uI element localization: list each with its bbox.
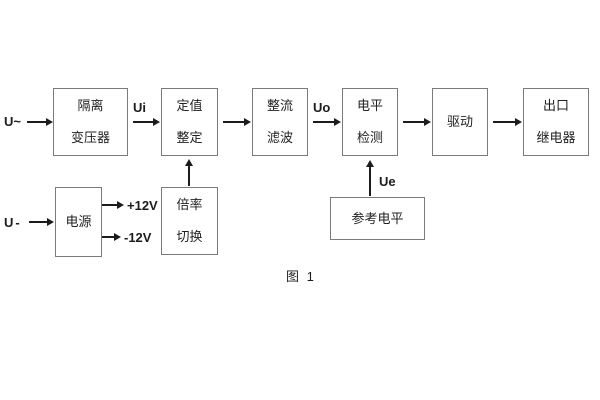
arrow-neg-12v [102,233,121,241]
arrow-transformer-to-setting [133,118,160,126]
arrow-reference-to-level [366,160,374,196]
arrow-level-to-driver [403,118,431,126]
block-label: 检测 [356,130,383,145]
arrow-rectifier-to-level [313,118,341,126]
block-label: 出口 [542,98,569,113]
signal-uo-label: Uo [313,100,331,115]
block-driver: 驱动 [432,88,488,156]
block-label: 参考电平 [351,210,404,226]
block-reference-level: 参考电平 [330,197,425,240]
arrow-ratio-to-setting [185,159,193,186]
block-label: 定值 [176,98,203,113]
input-ac-label: U~ [4,114,21,129]
signal-ui-label: Ui [133,100,146,115]
block-setting-adjust: 定值 整定 [161,88,218,156]
input-dc-label: U- [4,215,22,230]
arrow-driver-to-relay [493,118,522,126]
block-power-supply: 电源 [55,187,102,257]
arrow-pos-12v [102,201,124,209]
block-label: 整流 [266,98,293,113]
block-label: 电源 [65,214,92,229]
block-label: 倍率 [176,197,203,212]
rail-neg-12v-label: -12V [124,230,152,245]
block-output-relay: 出口 继电器 [523,88,589,156]
block-label: 整定 [176,130,203,145]
block-label: 驱动 [446,114,473,129]
block-label: 电平 [356,98,383,113]
block-label: 滤波 [266,130,293,145]
block-label: 隔离 [77,98,104,113]
block-label: 继电器 [536,130,576,145]
arrow-setting-to-rectifier [223,118,251,126]
arrow-ac-input [27,118,53,126]
signal-ue-label: Ue [379,174,396,189]
block-rectifier-filter: 整流 滤波 [252,88,308,156]
block-isolation-transformer: 隔离 变压器 [53,88,128,156]
rail-pos-12v-label: +12V [127,198,158,213]
block-level-detect: 电平 检测 [342,88,398,156]
arrow-dc-input [29,218,54,226]
figure-caption: 图 1 [286,269,316,284]
block-ratio-switch: 倍率 切换 [161,187,218,255]
block-label: 变压器 [70,130,110,145]
block-label: 切换 [176,229,203,244]
